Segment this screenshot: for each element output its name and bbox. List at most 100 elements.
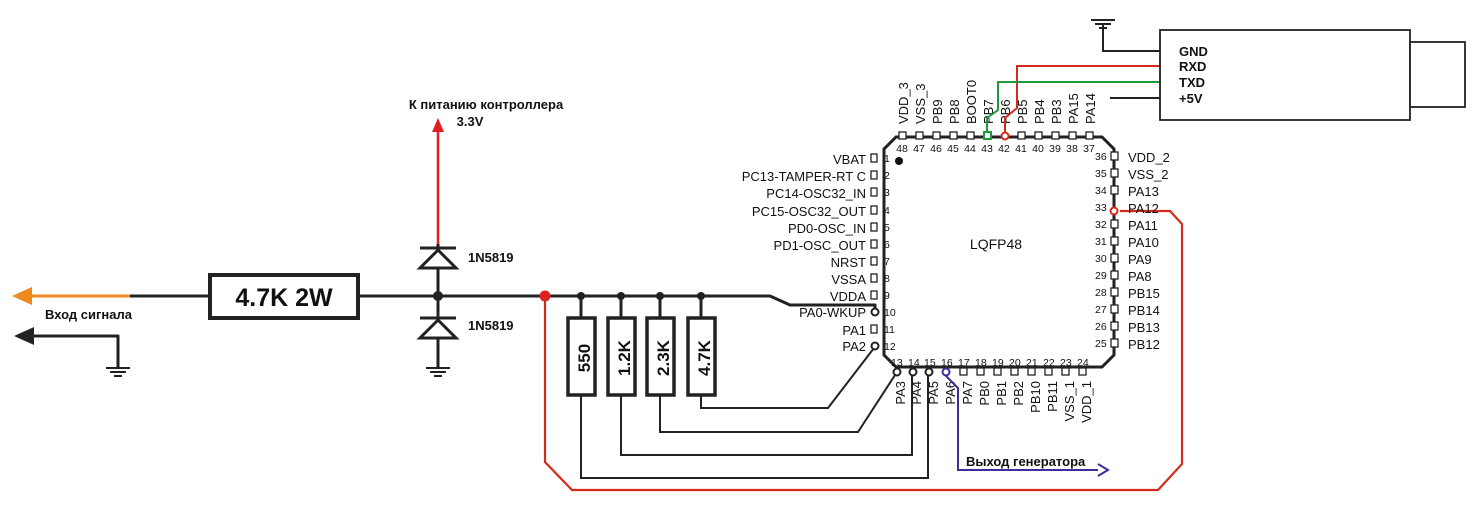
pin-num: 28 <box>1095 287 1107 299</box>
pin-label: VSS_1 <box>1062 381 1077 421</box>
connector-pin-gnd: GND <box>1179 44 1208 59</box>
pin-label: VSSA <box>831 272 866 287</box>
pin-num: 7 <box>884 256 890 268</box>
pin-label: BOOT0 <box>964 80 979 124</box>
pin-num: 41 <box>1015 143 1027 155</box>
pin-label: PB1 <box>994 381 1009 406</box>
pin-label: PB11 <box>1045 381 1060 412</box>
supply-label: К питанию контроллера <box>409 97 564 112</box>
pin-num: 13 <box>891 357 903 369</box>
pin-label: PA3 <box>893 381 908 405</box>
pin-num: 42 <box>998 143 1010 155</box>
pin-num: 47 <box>913 143 925 155</box>
connector-pin-rxd: RXD <box>1179 59 1206 74</box>
pin-label: PA12 <box>1128 201 1159 216</box>
pin-label: VDD_1 <box>1079 381 1094 423</box>
main-signal-bus <box>358 294 877 312</box>
pin-num: 17 <box>958 357 970 369</box>
pin-label: PC13-TAMPER-RT C <box>742 169 866 184</box>
supply-arrow-icon <box>432 118 444 132</box>
pin-num: 32 <box>1095 219 1107 231</box>
pin-label: PB2 <box>1011 381 1026 406</box>
pin-num: 8 <box>884 273 890 285</box>
generator-output: Выход генератора <box>945 375 1110 477</box>
pin-num: 30 <box>1095 253 1107 265</box>
pin-label: PA7 <box>960 381 975 405</box>
pin-num: 5 <box>884 222 890 234</box>
pin-label: PB10 <box>1028 381 1043 413</box>
pin-num: 38 <box>1066 143 1078 155</box>
pin-label: VDD_2 <box>1128 150 1170 165</box>
ground-return-arrow-icon <box>14 327 34 345</box>
usb-adapter-body <box>1159 29 1411 121</box>
pin-label: PB15 <box>1128 286 1160 301</box>
pin-label: PA15 <box>1066 93 1081 124</box>
txd-wire <box>986 81 1172 132</box>
divider-resistors: 550 1.2K 2.3K 4.7K <box>566 296 929 479</box>
ground-symbol-usb-icon <box>1091 19 1115 29</box>
pin-num: 19 <box>992 357 1004 369</box>
pin-label: PA11 <box>1128 218 1158 233</box>
pin-label: PA8 <box>1128 269 1152 284</box>
gnd-wire <box>1102 24 1172 52</box>
pin-label: VDD_3 <box>896 82 911 124</box>
pin-label: NRST <box>831 255 866 270</box>
pin-num: 23 <box>1060 357 1072 369</box>
resistor-4k7-label: 4.7K <box>695 339 714 376</box>
wire-r4k7-pa2 <box>700 347 875 409</box>
pin-label: PA9 <box>1128 252 1152 267</box>
pin-num: 15 <box>924 357 936 369</box>
pin-num: 9 <box>884 290 890 302</box>
pin-label: PB6 <box>998 99 1013 124</box>
bottom-pins: 13 14 15 16 17 18 19 20 21 22 23 24 PA3 <box>891 357 1094 423</box>
ground-symbol-input-icon <box>106 367 130 377</box>
pin-num: 16 <box>941 357 953 369</box>
series-resistor-label: 4.7K 2W <box>235 284 333 312</box>
pin-label: PB13 <box>1128 320 1160 335</box>
pin-num: 35 <box>1095 168 1107 180</box>
pin-label: PB7 <box>981 99 996 124</box>
chip-name: LQFP48 <box>970 236 1022 252</box>
pin-label: PD0-OSC_IN <box>788 221 866 236</box>
pin-num: 36 <box>1095 151 1107 163</box>
output-label: Выход генератора <box>966 454 1086 469</box>
rxd-wire <box>1004 65 1172 132</box>
pin1-marker-dot <box>895 157 903 165</box>
connector-pin-txd: TXD <box>1179 75 1205 90</box>
pin-label: PC14-OSC32_IN <box>766 186 866 201</box>
pin-label: PB5 <box>1015 99 1030 124</box>
pin-label: PD1-OSC_OUT <box>774 238 867 253</box>
pin-num: 26 <box>1095 321 1107 333</box>
wire-usb-pa12 <box>543 209 1184 492</box>
resistor-2k3 <box>645 316 676 397</box>
input-section: Вход сигнала 4.7K 2W К питанию контролле… <box>12 97 877 377</box>
wire-r1k2-pa4 <box>620 372 913 456</box>
pin-num: 3 <box>884 187 890 199</box>
diode-bottom <box>416 296 460 368</box>
pin-num: 10 <box>884 307 896 319</box>
pin-label: VDDA <box>830 289 866 304</box>
pin-num: 27 <box>1095 304 1107 316</box>
pin-label: PB8 <box>947 99 962 124</box>
pin-num: 1 <box>884 153 890 165</box>
pin-label: PA6 <box>943 381 958 405</box>
pin-num: 34 <box>1095 185 1107 197</box>
pin-label: PB0 <box>977 381 992 406</box>
pin-label: VSS_2 <box>1128 167 1168 182</box>
wire-r2k3-pa3 <box>659 371 898 433</box>
input-signal-label: Вход сигнала <box>45 307 133 322</box>
pin-label: PB4 <box>1032 99 1047 124</box>
pin-num: 14 <box>908 357 920 369</box>
pin-num: 21 <box>1026 357 1038 369</box>
usb-plug <box>1409 41 1466 108</box>
pin-num: 29 <box>1095 270 1107 282</box>
pin-num: 48 <box>896 143 908 155</box>
pin-num: 20 <box>1009 357 1021 369</box>
resistor-550-label: 550 <box>575 344 594 372</box>
pin-num: 40 <box>1032 143 1044 155</box>
pin-num: 18 <box>975 357 987 369</box>
pin-label: PA10 <box>1128 235 1159 250</box>
